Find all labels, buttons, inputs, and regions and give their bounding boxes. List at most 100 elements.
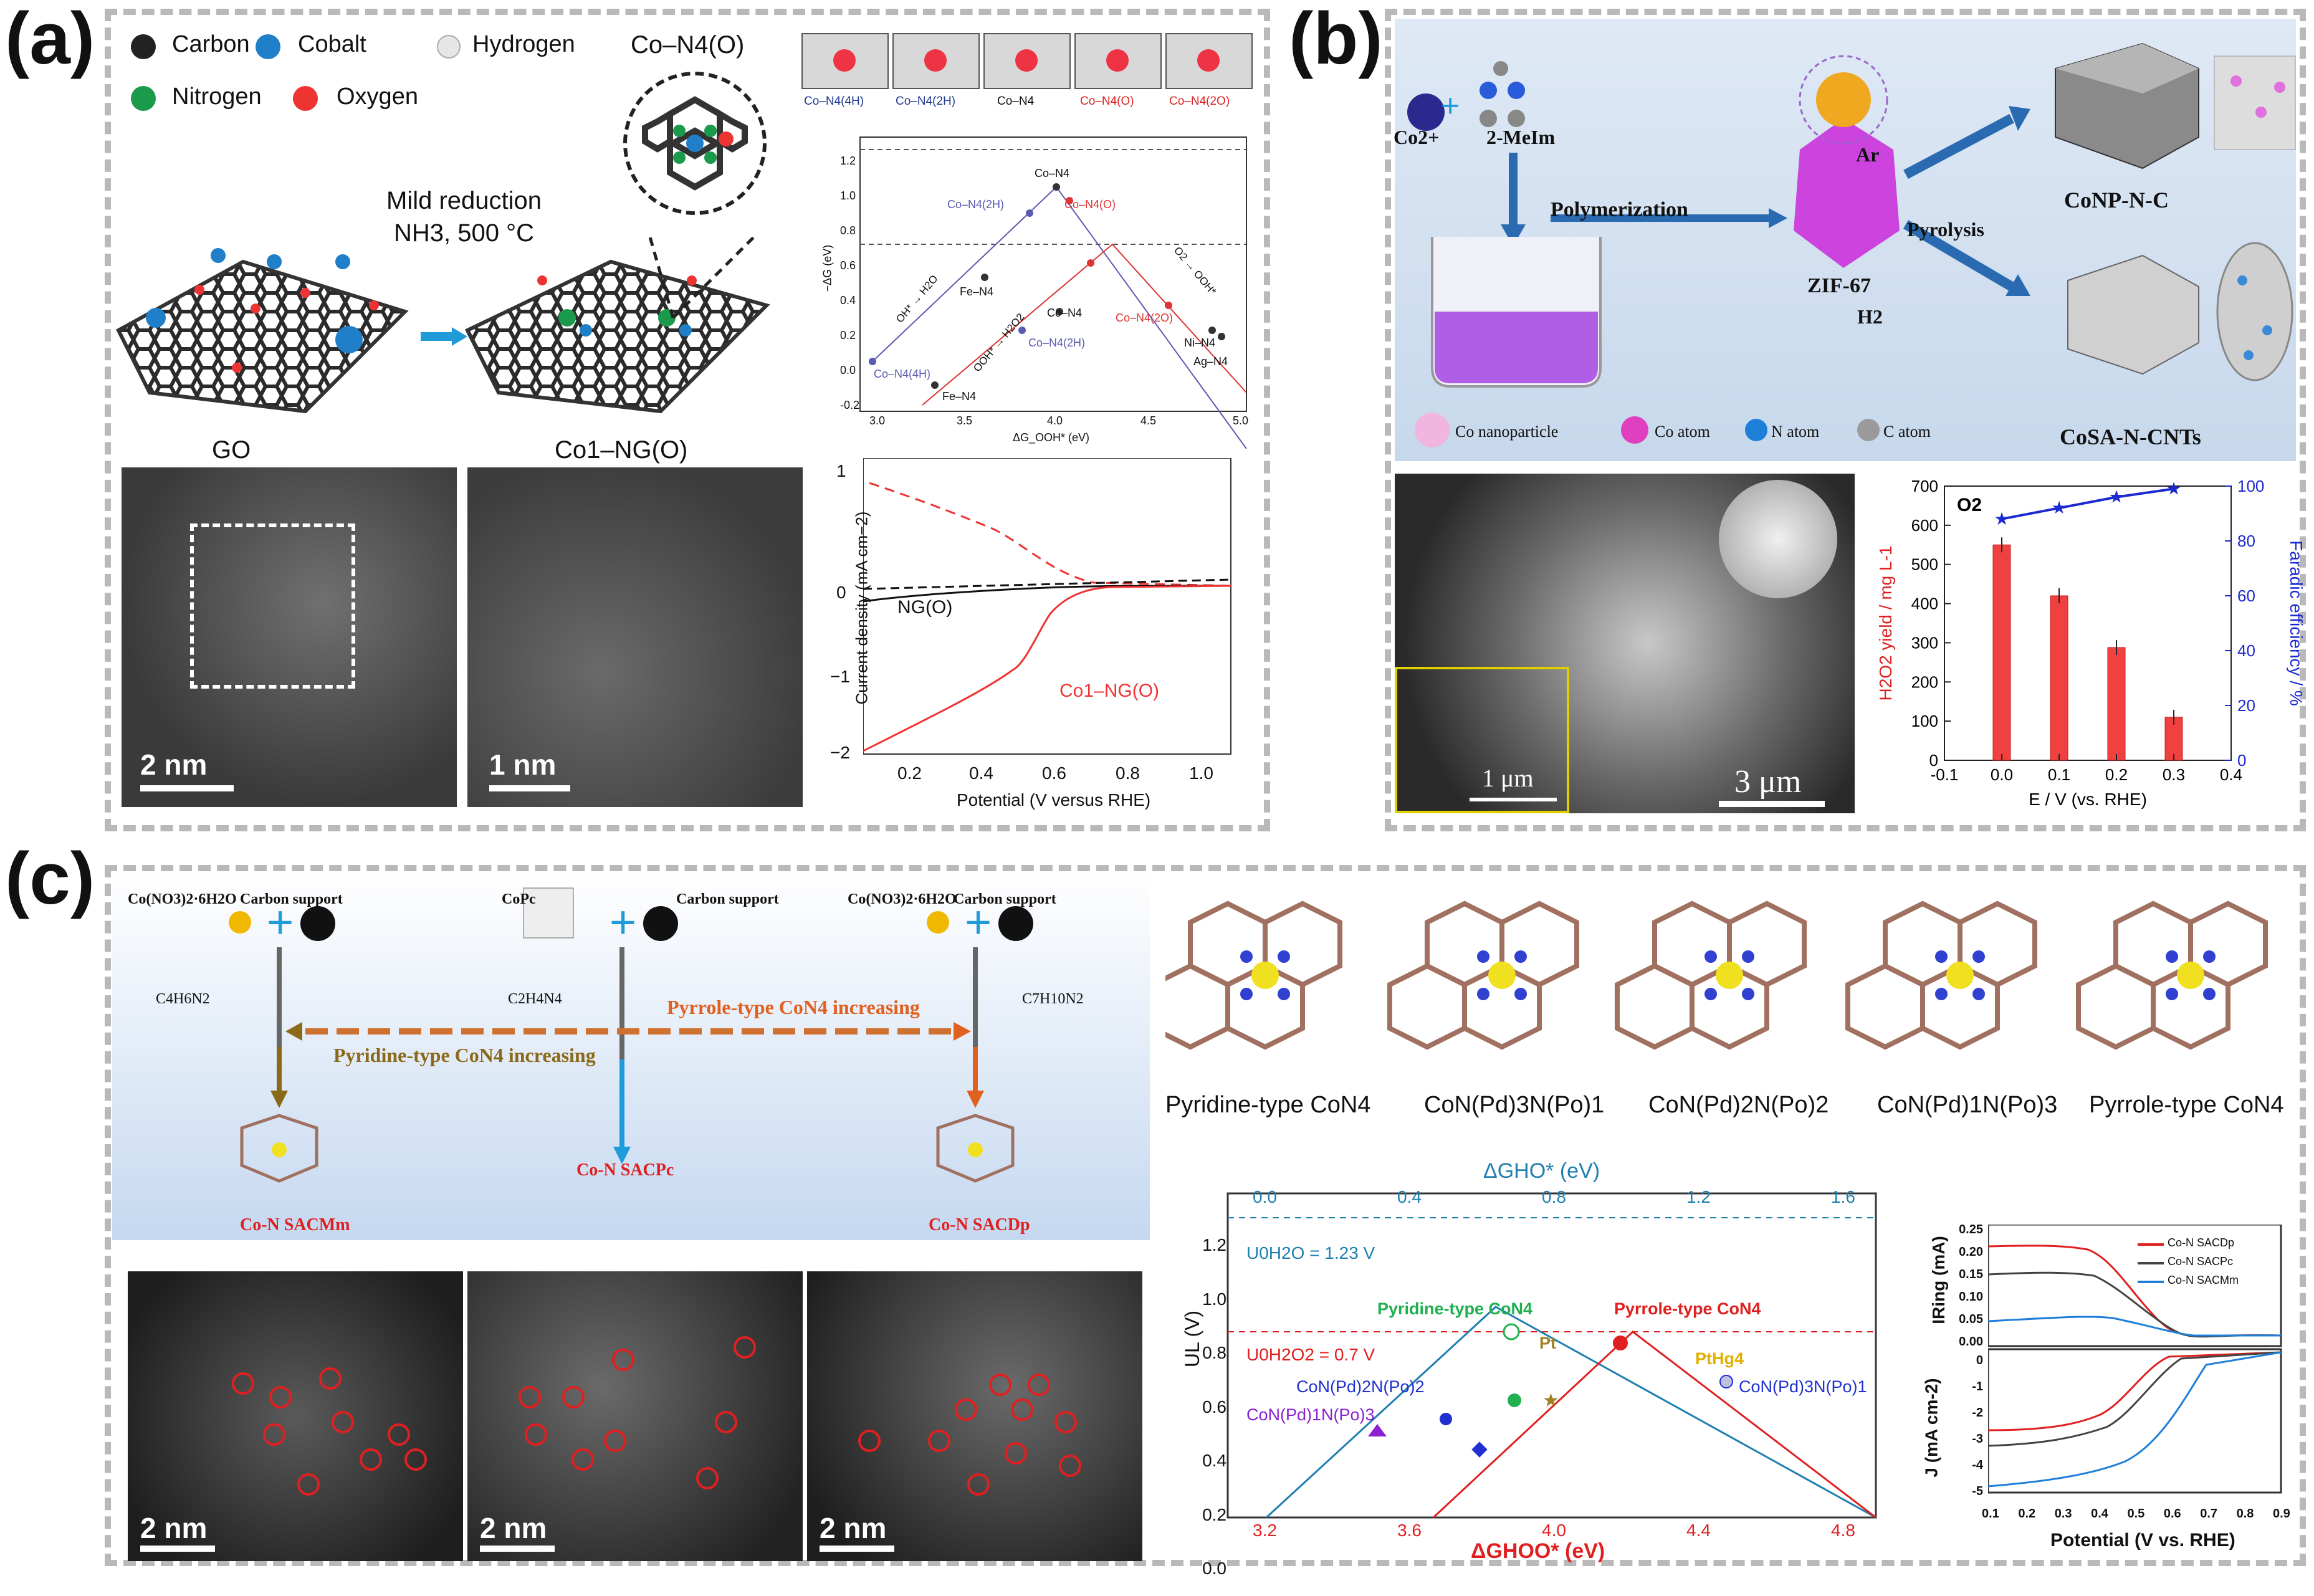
xtick: 0.5 [2127, 1507, 2145, 1521]
sac-mm: Co-N SACMm [240, 1215, 350, 1235]
xtick: 0.7 [2200, 1507, 2218, 1521]
y2-tick-label: 80 [2237, 532, 2255, 550]
panel-b-frame [1385, 9, 2306, 831]
y-axis-label: H2O2 yield / mg L-1 [1876, 546, 1895, 701]
co1-ng-tem-image: 1 nm [467, 467, 803, 807]
meim-molecule-icon [1480, 61, 1525, 127]
legend-hydrogen: Hydrogen [472, 31, 575, 57]
zoom-box [190, 523, 355, 689]
tem-c-2-scale: 2 nm [480, 1512, 547, 1544]
zif67-crystal-icon [1794, 118, 1900, 268]
lsv-a-xtick: 0.8 [1116, 763, 1140, 783]
precursor-6: Carbon support [954, 891, 1056, 907]
struct-c-label-4: CoN(Pd)1N(Po)3 [1877, 1092, 2058, 1118]
pyrolysis-label: Pyrolysis [1907, 218, 1984, 241]
legend-n-atom: N atom [1771, 423, 1820, 441]
co2-label: Co2+ [1394, 126, 1440, 148]
meim-label: 2-MeIm [1486, 126, 1556, 148]
beaker-icon [1431, 237, 1602, 388]
volcano-a-pt-5: Co–N4 [1047, 307, 1083, 319]
panel-label-b: (b) [1289, 0, 1383, 80]
x-tick-label: 0.1 [2048, 765, 2070, 784]
ytick: 0.6 [840, 259, 856, 272]
co1-ng-scale-bar [489, 785, 570, 791]
ytick: 1.2 [1202, 1235, 1226, 1254]
y-tick-label: 300 [1911, 633, 1938, 652]
sac-pc: Co-N SACPc [576, 1160, 674, 1180]
reaction-conditions: Mild reduction NH3, 500 °C [386, 184, 542, 249]
tem-c-3-scale: 2 nm [820, 1512, 887, 1544]
volcano-c-toptick: 1.2 [1686, 1187, 1711, 1207]
zif67-label: ZIF-67 [1807, 274, 1871, 297]
co-sa-cnt-crystal [2067, 254, 2199, 375]
ytick: -3 [1972, 1432, 1983, 1446]
ytick: 0.0 [840, 364, 856, 376]
x-axis-label: E / V (vs. RHE) [2029, 790, 2147, 809]
tem-c-2: 2 nm [467, 1271, 803, 1561]
volcano-a-xtick-2: 3.5 [957, 414, 973, 427]
lsv-a-xtick: 0.4 [969, 763, 993, 783]
volcano-c-lbl-2: Pt [1539, 1334, 1556, 1352]
volcano-c-lbl-5: CoN(Pd)2N(Po)2 [1296, 1377, 1425, 1396]
ytick: -1 [1972, 1380, 1983, 1393]
tem-c-2-scale-bar [480, 1546, 555, 1552]
y2-axis-label: Faradic efficiency / % [2287, 540, 2306, 706]
xtick: 0.3 [2054, 1507, 2072, 1521]
legend-c-atom-dot [1857, 419, 1880, 441]
volcano-c-toptick: 1.6 [1831, 1187, 1855, 1207]
xtick: 0.6 [2163, 1507, 2181, 1521]
go-tem-image: 2 nm [122, 467, 457, 807]
x-tick-label: 0.0 [1991, 765, 2013, 784]
y2-tick-label: 40 [2237, 641, 2255, 660]
sem-scale-bar-2 [1719, 801, 1825, 807]
volcano-c-lbl-1: Pyridine-type CoN4 [1377, 1299, 1533, 1318]
volcano-a-pt-6: Co–N4(4H) [874, 368, 931, 380]
volcano-plot-c: ★ [1226, 1192, 1877, 1519]
y-tick-label: 700 [1911, 477, 1938, 495]
tem-c-1-scale-bar [140, 1546, 215, 1552]
y-tick-label: 0 [1929, 751, 1938, 770]
sem-scale-bar-1 [1470, 798, 1557, 801]
ytick: 0.6 [1202, 1397, 1226, 1417]
co-n4o-title: Co–N4(O) [631, 31, 745, 59]
fe-line [2001, 487, 2174, 520]
struct-c-label-3: CoN(Pd)2N(Po)2 [1648, 1092, 1829, 1118]
reaction-line-2: NH3, 500 °C [394, 219, 534, 247]
volcano-a-pt-1: Co–N4 [1035, 167, 1070, 179]
svg-text:+: + [267, 896, 294, 948]
ytick: 0.10 [1959, 1290, 1983, 1304]
lsv-a-xtick: 1.0 [1189, 763, 1213, 783]
y-tick-label: 100 [1911, 712, 1938, 730]
legend-carbon: Carbon [172, 31, 250, 57]
synthesis-scheme-c-graphics: + + + [229, 887, 1033, 1183]
legend-cobalt: Cobalt [298, 31, 366, 57]
reaction-line-1: Mild reduction [386, 187, 542, 214]
ytick: 0.25 [1959, 1223, 1983, 1236]
bar [2050, 595, 2068, 761]
sem-scale-2: 3 μm [1734, 764, 1802, 800]
ligand-3: C7H10N2 [1022, 991, 1084, 1007]
tem-c-3-scale-bar [820, 1546, 894, 1552]
volcano-a-pt-11: Fe–N4 [942, 390, 977, 403]
xtick: 0.4 [2091, 1507, 2108, 1521]
panel-label-c: (c) [5, 838, 95, 920]
volcano-a-pt-2: Co–N4(2H) [947, 198, 1005, 211]
legend-co-np-dot [1415, 413, 1450, 447]
legend-c-atom: C atom [1883, 423, 1931, 441]
co1-ng-scale-label: 1 nm [489, 748, 557, 781]
volcano-c-toptick: 0.0 [1253, 1187, 1277, 1207]
y2-tick-label: 60 [2237, 586, 2255, 605]
fe-point: ★ [1994, 509, 2009, 528]
go-scale-label: 2 nm [140, 748, 208, 781]
ytick: 0.0 [1202, 1559, 1226, 1578]
struct-pd3po1 [1387, 901, 1579, 1050]
rrde-xlabel: Potential (V vs. RHE) [2050, 1530, 2235, 1551]
ytick: 0.05 [1959, 1312, 1983, 1326]
lsv-a-xlabel: Potential (V versus RHE) [957, 790, 1151, 810]
panel-label-a: (a) [5, 0, 95, 80]
xtick: 0.2 [2018, 1507, 2036, 1521]
go-sheet [116, 259, 409, 414]
